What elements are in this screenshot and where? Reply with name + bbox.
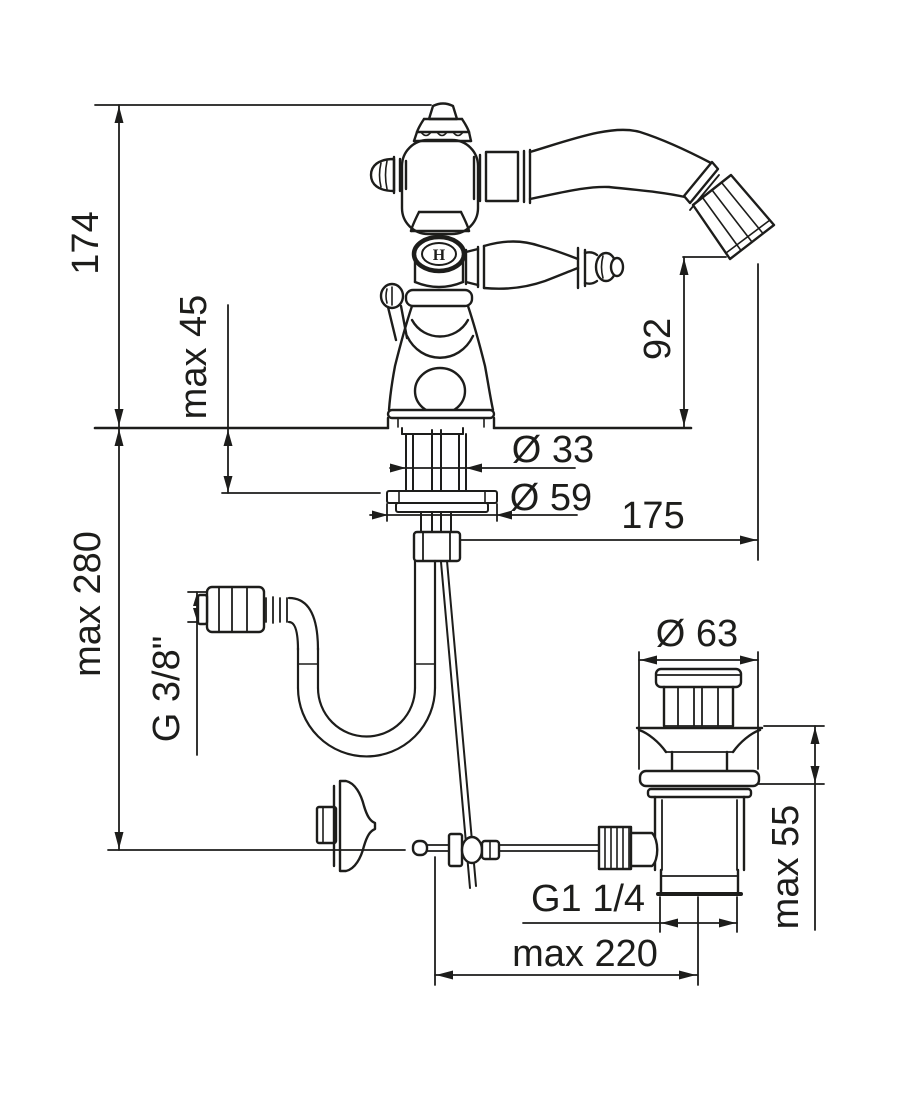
dimension-drain-cap-diameter (638, 651, 759, 770)
label-drain-deck-thickness: max 55 (765, 804, 807, 930)
mounting-nut (412, 530, 462, 563)
label-spout-reach: 175 (621, 495, 685, 537)
faucet-finial (412, 102, 473, 143)
drain-flange (635, 726, 764, 799)
rear-handle (379, 282, 409, 342)
label-deck-thickness: max 45 (173, 294, 215, 420)
label-drain-thread: G1 1/4 (530, 878, 646, 920)
drain-body (653, 795, 746, 872)
label-under-deck-height: max 280 (67, 531, 109, 677)
handle-medallion: H (409, 210, 471, 289)
label-supply-thread: G 3/8" (146, 635, 188, 743)
dimension-drain-deck-thickness (750, 725, 825, 931)
drain-side-port (597, 825, 659, 871)
mounting-shank (386, 427, 498, 533)
rod-clamp (447, 832, 501, 868)
dimension-deck-thickness (221, 304, 381, 494)
spout (472, 128, 720, 211)
medallion-letter: H (433, 247, 446, 264)
pop-up-rod-horizontal (411, 839, 600, 857)
hot-lever-handle (464, 240, 625, 290)
drain-plug (654, 667, 743, 728)
label-body-diameter: Ø 33 (511, 429, 595, 471)
supply-connector (196, 585, 288, 634)
dimension-base-diameter (369, 503, 578, 522)
drain-tailpipe (656, 868, 743, 896)
dimension-total-height (94, 104, 432, 428)
cold-port-cap (369, 155, 408, 195)
pop-up-rod-vertical (440, 560, 477, 889)
faucet-base (386, 288, 496, 429)
dimension-under-deck-height (107, 427, 406, 851)
dimension-drain-thread (522, 896, 738, 933)
dimension-rod-length (434, 856, 699, 986)
label-base-diameter: Ø 59 (509, 477, 593, 519)
dimension-spout-height (679, 256, 727, 428)
label-spout-height: 92 (637, 317, 679, 361)
supply-hose (287, 559, 437, 758)
wall-flange (315, 779, 377, 873)
dimension-spout-reach (436, 263, 759, 561)
label-drain-cap-diameter: Ø 63 (655, 613, 739, 655)
label-total-height: 174 (65, 211, 107, 275)
dimension-body-diameter (389, 463, 576, 473)
faucet-body (400, 138, 480, 236)
spout-aerator (691, 173, 776, 261)
label-rod-length: max 220 (512, 933, 658, 975)
